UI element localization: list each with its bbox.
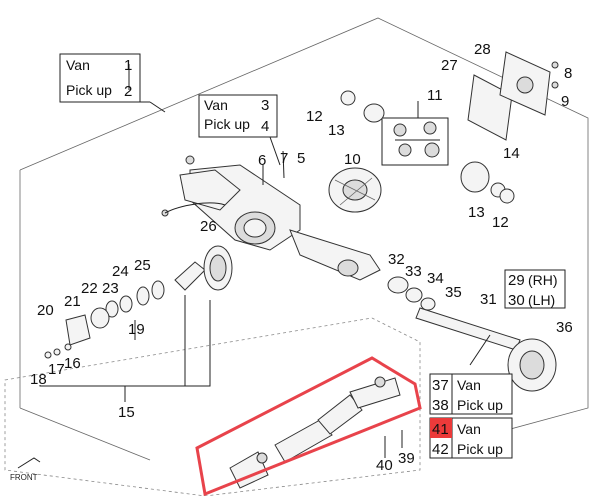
callout-26[interactable]: 26 [200, 218, 217, 235]
label-pickup-2: Pick up [66, 82, 112, 98]
callout-13b[interactable]: 13 [468, 204, 485, 221]
callout-32[interactable]: 32 [388, 251, 405, 268]
variant-box-41-42 [429, 417, 513, 459]
front-indicator: FRONT [10, 457, 41, 482]
callout-24[interactable]: 24 [112, 263, 129, 280]
label-van-41: Van [457, 421, 481, 437]
washer-17 [53, 348, 61, 356]
variant-box-3-4 [198, 94, 281, 166]
seal-23 [119, 295, 133, 313]
callout-18[interactable]: 18 [30, 371, 47, 388]
callout-31[interactable]: 31 [480, 291, 497, 308]
callout-2[interactable]: 2 [124, 83, 132, 100]
pinion-gear [174, 245, 233, 291]
ring-gear-side [460, 161, 490, 193]
callout-22[interactable]: 22 [81, 280, 98, 297]
callout-20[interactable]: 20 [37, 302, 54, 319]
variant-box-29-30 [504, 269, 566, 309]
callout-12a[interactable]: 12 [306, 108, 323, 125]
label-pickup-42: Pick up [457, 441, 503, 457]
bearing-12 [340, 90, 356, 106]
callout-1[interactable]: 1 [124, 57, 132, 74]
label-pickup-4: Pick up [204, 116, 250, 132]
label-van-37: Van [457, 377, 481, 393]
differential-case [328, 167, 382, 213]
propeller-shaft-region [4, 317, 421, 496]
callout-33[interactable]: 33 [405, 263, 422, 280]
callout-30[interactable]: 30 [508, 292, 525, 309]
label-van-1: Van [66, 57, 90, 73]
label-pickup-38: Pick up [457, 397, 503, 413]
callout-25[interactable]: 25 [134, 257, 151, 274]
spacer-22 [105, 300, 119, 318]
callout-19[interactable]: 19 [128, 321, 145, 338]
axle-housing [161, 155, 381, 281]
callout-10[interactable]: 10 [344, 151, 361, 168]
callout-41[interactable]: 41 [432, 421, 449, 438]
callout-23[interactable]: 23 [102, 280, 119, 297]
callout-42[interactable]: 42 [432, 441, 449, 458]
variant-box-37-38 [429, 373, 513, 415]
oil-seal-21 [90, 307, 110, 329]
callout-7[interactable]: 7 [280, 150, 288, 167]
label-lh: (LH) [528, 292, 555, 308]
callout-6[interactable]: 6 [258, 152, 266, 169]
callout-35[interactable]: 35 [445, 284, 462, 301]
callout-16[interactable]: 16 [64, 355, 81, 372]
callout-9[interactable]: 9 [561, 93, 569, 110]
callout-13a[interactable]: 13 [328, 122, 345, 139]
callout-17[interactable]: 17 [48, 361, 65, 378]
label-rh: (RH) [528, 272, 558, 288]
callout-21[interactable]: 21 [64, 293, 81, 310]
rear-cover [467, 51, 559, 141]
washer-25 [151, 280, 165, 300]
nut-16 [44, 351, 52, 359]
companion-flange-20 [65, 314, 91, 346]
label-van-3: Van [204, 97, 228, 113]
front-label: FRONT [10, 473, 38, 482]
frame-bottom-edge [19, 407, 151, 461]
callout-34[interactable]: 34 [427, 270, 444, 287]
brake-drum [507, 338, 557, 392]
callout-29[interactable]: 29 [508, 272, 525, 289]
leader-31 [469, 334, 491, 366]
callout-8[interactable]: 8 [564, 65, 572, 82]
bearing-13 [363, 103, 385, 123]
variant-box-1-2 [59, 53, 166, 113]
differential-gear-set-box [381, 117, 449, 166]
callout-40[interactable]: 40 [376, 457, 393, 474]
callout-15[interactable]: 15 [118, 404, 135, 421]
callout-37[interactable]: 37 [432, 377, 449, 394]
callout-5[interactable]: 5 [297, 150, 305, 167]
propeller-shaft [229, 376, 401, 489]
bearing-12b [499, 188, 515, 204]
callout-11[interactable]: 11 [427, 87, 443, 104]
leader-7 [282, 150, 285, 179]
callout-38[interactable]: 38 [432, 397, 449, 414]
bearing-24 [136, 286, 150, 306]
callout-4[interactable]: 4 [261, 118, 269, 135]
callout-14[interactable]: 14 [503, 145, 520, 162]
callout-3[interactable]: 3 [261, 97, 269, 114]
highlight-propeller-shaft [195, 356, 422, 496]
callout-39[interactable]: 39 [398, 450, 415, 467]
callout-36[interactable]: 36 [556, 319, 573, 336]
assembly-frame [19, 17, 589, 441]
callout-27[interactable]: 27 [441, 57, 458, 74]
callout-12b[interactable]: 12 [492, 214, 509, 231]
callout-28[interactable]: 28 [474, 41, 491, 58]
washer-18 [64, 343, 72, 351]
